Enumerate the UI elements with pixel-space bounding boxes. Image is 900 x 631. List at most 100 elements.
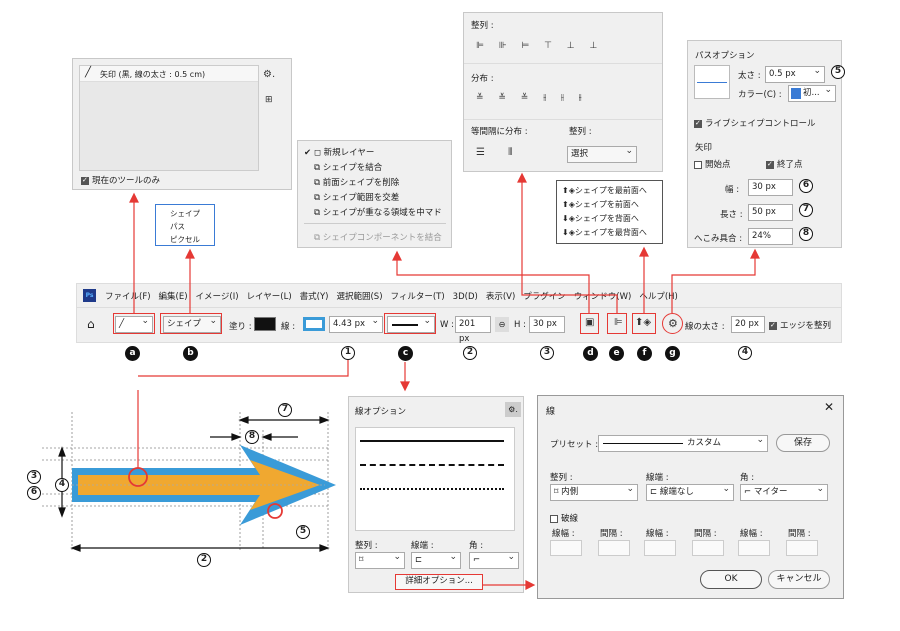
cancel-button[interactable]: キャンセル xyxy=(768,570,830,589)
gap-input-2[interactable] xyxy=(692,540,724,556)
solid-style[interactable] xyxy=(360,440,504,442)
ok-button[interactable]: OK xyxy=(700,570,762,589)
marker-6: 6 xyxy=(799,179,813,193)
arrow-width-input[interactable]: 30 px xyxy=(748,179,793,196)
stroke-weight-input[interactable]: 20 px xyxy=(731,316,765,333)
layers-icon: ⬇◈ xyxy=(562,214,575,223)
gap-input-3[interactable] xyxy=(786,540,818,556)
home-icon[interactable]: ⌂ xyxy=(87,317,95,331)
align-icons-row[interactable]: ⊫ ⊪ ⊨ ⊤ ⊥ ⊥ xyxy=(476,41,604,51)
start-checkbox[interactable]: 開始点 xyxy=(694,158,731,170)
tool-preset-picker[interactable]: ╱ xyxy=(115,314,153,333)
align-select[interactable]: ⌑ xyxy=(355,550,405,569)
cap-select[interactable]: ⊏ 線端なし xyxy=(646,482,734,501)
align-edges-checkbox[interactable]: エッジを整列 xyxy=(769,319,831,331)
dotted-style[interactable] xyxy=(360,488,504,490)
cap-label: 線端 : xyxy=(646,473,669,483)
width-input[interactable]: 201 px xyxy=(455,316,491,344)
save-button[interactable]: 保存 xyxy=(776,434,830,452)
path-alignment-icon[interactable]: ⊫ xyxy=(614,317,623,328)
gap-input-1[interactable] xyxy=(598,540,630,556)
menu-item[interactable]: レイヤー(L) xyxy=(246,292,292,302)
menu-item[interactable]: 表示(V) xyxy=(485,292,516,302)
menu-item[interactable]: 選択範囲(S) xyxy=(336,292,383,302)
distribute-icons-row[interactable]: ≚ ≚ ≚ ⫲ ⫲ ⫲ xyxy=(476,93,588,103)
corner-select[interactable]: ⌐ マイター xyxy=(740,482,828,501)
stroke-width-input[interactable]: 4.43 px xyxy=(329,314,383,333)
menu-divider xyxy=(304,223,446,224)
menu-item-send-backward[interactable]: ⬇◈シェイプを背面へ xyxy=(562,214,639,223)
menu-item-path[interactable]: パス xyxy=(170,222,185,231)
menu-item-combine[interactable]: ⧉ シェイプを結合 xyxy=(314,163,383,173)
stroke-type-select[interactable] xyxy=(387,314,435,333)
menu-item[interactable]: ウィンドウ(W) xyxy=(573,292,632,302)
checkbox-icon xyxy=(550,514,558,523)
preset-select[interactable]: カスタム xyxy=(598,433,768,452)
menu-item[interactable]: 書式(Y) xyxy=(299,292,329,302)
path-operations-icon[interactable]: ▣ xyxy=(585,317,595,328)
align-panel: 整列 : ⊫ ⊪ ⊨ ⊤ ⊥ ⊥ 分布 : ≚ ≚ ≚ ⫲ ⫲ ⫲ 等間隔に分布… xyxy=(463,12,663,172)
menu-item-pixel[interactable]: ピクセル xyxy=(170,235,200,244)
subtract-icon: ⧉ xyxy=(314,178,323,188)
path-width-input[interactable]: 0.5 px xyxy=(765,64,825,83)
corner-select[interactable]: ⌐ xyxy=(469,550,519,569)
dashed-style[interactable] xyxy=(360,464,504,466)
spacing-icons[interactable]: ☰ ⫴ xyxy=(476,147,523,158)
menu-item[interactable]: プラグイン xyxy=(523,292,566,302)
menu-item-exclude[interactable]: ⧉ シェイプが重なる領域を中マド xyxy=(314,208,442,218)
dash-input-1[interactable] xyxy=(550,540,582,556)
live-shape-checkbox[interactable]: ライブシェイプコントロール xyxy=(694,117,816,129)
gap-label-1: 間隔 : xyxy=(600,529,623,539)
path-arrangement-icon[interactable]: ⬆◈ xyxy=(635,317,652,328)
menu-item-subtract[interactable]: ⧉ 前面シェイプを削除 xyxy=(314,178,400,188)
new-preset-icon[interactable]: ⊞ xyxy=(265,95,273,105)
concavity-input[interactable]: 24% xyxy=(748,228,793,245)
end-checkbox[interactable]: 終了点 xyxy=(766,158,803,170)
path-color-select[interactable]: 初... xyxy=(788,83,836,102)
current-tool-only-checkbox[interactable]: 現在のツールのみ xyxy=(81,174,160,186)
marker-2-diagram: 2 xyxy=(197,553,211,567)
gear-icon[interactable]: ⚙. xyxy=(263,69,276,80)
marker-5-diagram: 5 xyxy=(296,525,310,539)
menu-item[interactable]: フィルター(T) xyxy=(390,292,445,302)
dash-input-3[interactable] xyxy=(738,540,770,556)
menu-item[interactable]: 編集(E) xyxy=(158,292,188,302)
dash-input-2[interactable] xyxy=(644,540,676,556)
checkbox-icon xyxy=(694,160,702,169)
menu-item[interactable]: ファイル(F) xyxy=(105,292,151,302)
align-select[interactable]: ⌑ 内側 xyxy=(550,482,638,501)
height-input[interactable]: 30 px xyxy=(529,316,565,333)
dimension-arrows xyxy=(58,416,330,552)
marker-8-diagram: 8 xyxy=(245,430,259,444)
dashed-checkbox[interactable]: 破線 xyxy=(550,512,578,524)
link-icon[interactable]: ⊖ xyxy=(495,317,509,332)
menu-item-new-layer[interactable]: ✔ ◻ 新規レイヤー xyxy=(304,148,375,158)
highlight-arrange xyxy=(632,313,656,334)
marker-5: 5 xyxy=(831,65,845,79)
preset-item[interactable]: ╱ 矢印 (黒, 線の太さ : 0.5 cm) xyxy=(80,66,258,82)
gear-icon[interactable]: ⚙. xyxy=(505,402,521,417)
menu-item-send-back[interactable]: ⬇◈シェイプを最背面へ xyxy=(562,228,647,237)
menu-item-bring-forward[interactable]: ⬆◈シェイプを前面へ xyxy=(562,200,639,209)
width-label: 太さ : xyxy=(738,71,761,81)
line-tool-icon: ╱ xyxy=(85,67,92,78)
stroke-swatch[interactable] xyxy=(303,317,325,331)
cap-select[interactable]: ⊏ xyxy=(411,550,461,569)
menu-item[interactable]: ヘルプ(H) xyxy=(639,292,678,302)
preview-line xyxy=(697,82,727,83)
menu-item-shape[interactable]: シェイプ xyxy=(170,209,200,218)
align-target-select[interactable]: 選択 xyxy=(567,144,637,163)
cap-label: 線端 : xyxy=(411,541,434,551)
menu-item-merge[interactable]: ⧉ シェイプコンポーネントを結合 xyxy=(314,233,442,243)
menu-item[interactable]: イメージ(I) xyxy=(195,292,239,302)
menu-item-intersect[interactable]: ⧉ シェイプ範囲を交差 xyxy=(314,193,400,203)
fill-swatch[interactable] xyxy=(254,317,276,331)
menu-item[interactable]: 3D(D) xyxy=(452,292,478,302)
concavity-label: へこみ具合 : xyxy=(694,234,743,244)
miter-join-icon: ⌐ xyxy=(744,487,754,497)
close-icon[interactable]: ✕ xyxy=(824,400,835,414)
arrow-length-input[interactable]: 50 px xyxy=(748,204,793,221)
tool-mode-select[interactable]: シェイプ xyxy=(163,314,221,333)
more-options-button[interactable]: 詳細オプション... xyxy=(395,574,483,590)
menu-item-bring-front[interactable]: ⬆◈シェイプを最前面へ xyxy=(562,186,647,195)
